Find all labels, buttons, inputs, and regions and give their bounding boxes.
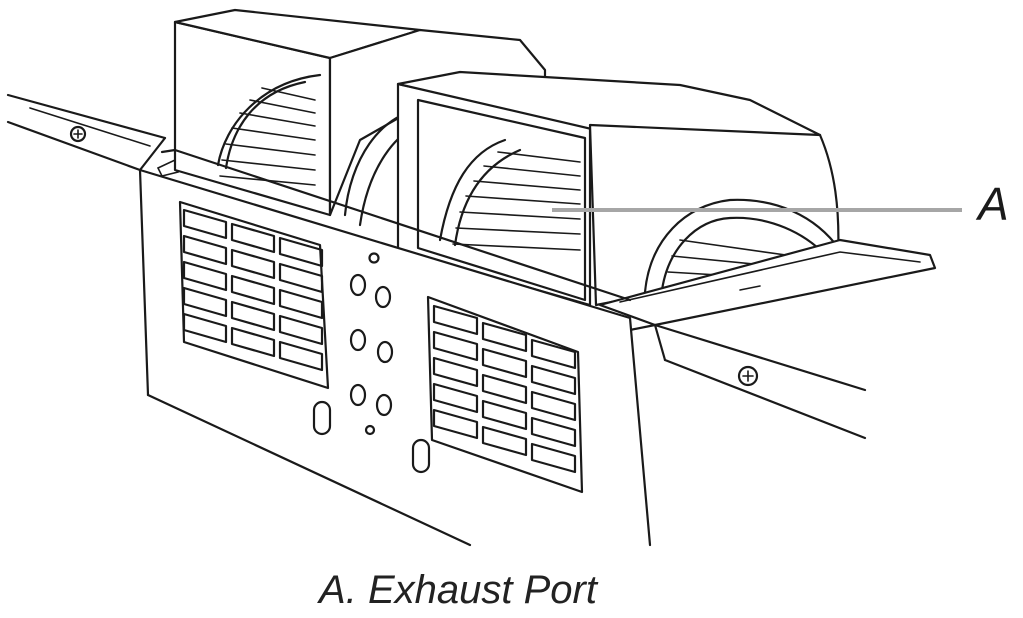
vent-slot bbox=[230, 326, 276, 358]
vent-slot bbox=[432, 330, 479, 362]
vent-slot bbox=[182, 260, 228, 292]
vent-slot bbox=[230, 300, 276, 332]
vent-slot bbox=[230, 274, 276, 306]
vent-slot bbox=[481, 399, 528, 431]
vent-slot bbox=[182, 234, 228, 266]
vent-slot bbox=[278, 288, 324, 320]
right-vent-grille bbox=[426, 295, 584, 494]
vent-slot bbox=[481, 321, 528, 353]
vent-slot bbox=[530, 364, 577, 396]
left-rail bbox=[6, 93, 179, 177]
figure-caption: A. Exhaust Port bbox=[319, 568, 597, 612]
vent-slot bbox=[530, 338, 577, 370]
vent-slot bbox=[432, 408, 479, 440]
vent-slot bbox=[432, 356, 479, 388]
vent-slot bbox=[278, 314, 324, 346]
vent-slot bbox=[230, 248, 276, 280]
vent-slot bbox=[278, 236, 324, 268]
vent-slot bbox=[182, 312, 228, 344]
vent-slot bbox=[230, 222, 276, 254]
vent-slot bbox=[481, 347, 528, 379]
callout-label-a: A bbox=[978, 178, 1009, 230]
vent-slot bbox=[481, 373, 528, 405]
rear-blower-housing bbox=[173, 8, 547, 227]
vent-slot bbox=[530, 442, 577, 474]
vent-slot bbox=[278, 262, 324, 294]
vent-slot bbox=[182, 208, 228, 240]
vent-slot bbox=[530, 416, 577, 448]
vent-slot bbox=[182, 286, 228, 318]
left-vent-grille bbox=[178, 200, 330, 390]
panel-holes bbox=[312, 252, 431, 474]
vent-slot bbox=[481, 425, 528, 457]
vent-slot bbox=[530, 390, 577, 422]
vent-slot bbox=[432, 382, 479, 414]
vent-slot bbox=[278, 340, 324, 372]
front-panel bbox=[138, 148, 652, 547]
vent-slot bbox=[432, 304, 479, 336]
